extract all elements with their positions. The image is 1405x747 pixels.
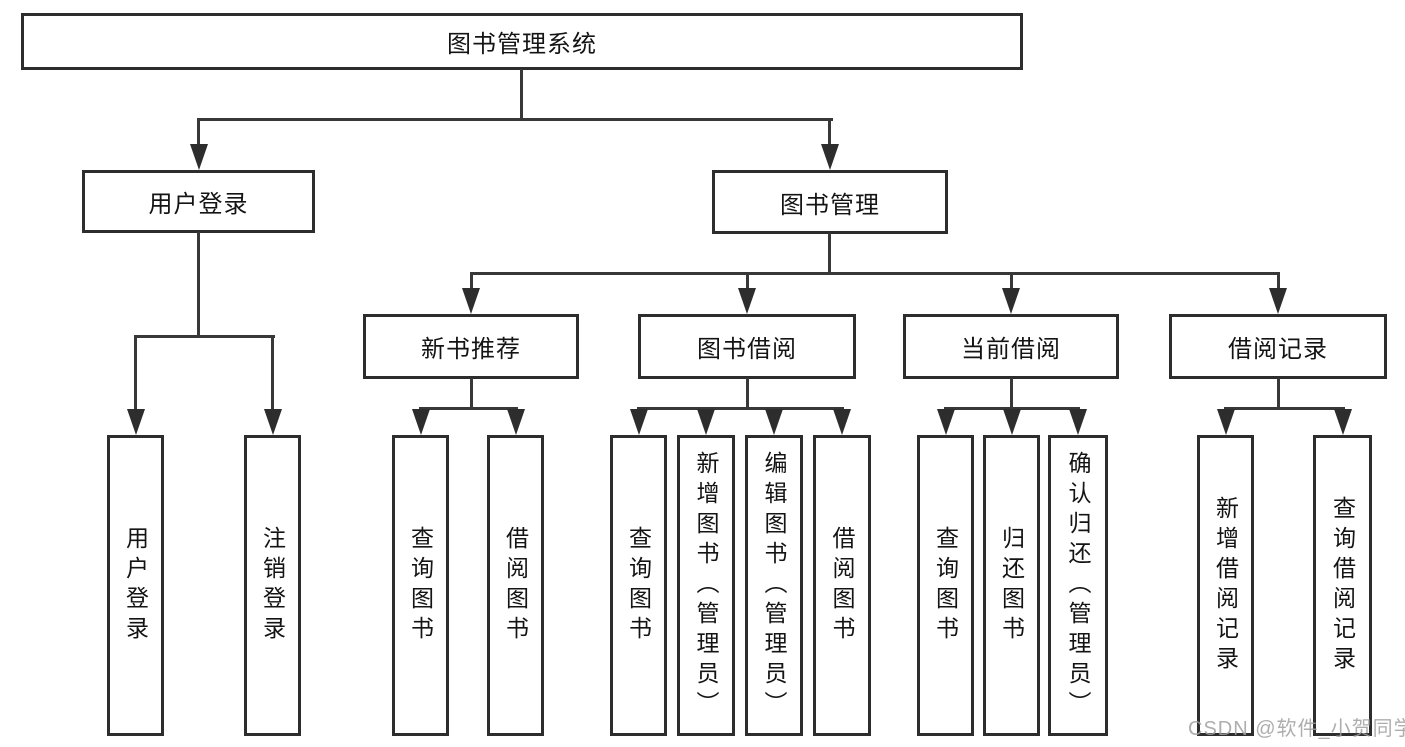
node-leaf-logout: 注销登录 — [244, 435, 301, 736]
node-leaf-user-login: 用户登录 — [107, 435, 164, 736]
connector-arrowhead — [190, 144, 208, 170]
connector-line — [419, 407, 518, 410]
connector-line — [1010, 272, 1013, 290]
node-leaf-records-query-record: 查询借阅记录 — [1313, 435, 1372, 736]
connector-arrowhead — [412, 409, 430, 435]
connector-line — [520, 69, 523, 118]
connector-line — [828, 233, 831, 274]
connector-line — [1010, 378, 1013, 409]
connector-arrowhead — [1003, 409, 1021, 435]
node-root: 图书管理系统 — [21, 13, 1023, 70]
node-new-book-recommend: 新书推荐 — [363, 314, 579, 379]
node-leaf-borrow-add-books: 新增图书（管理员） — [677, 435, 735, 736]
connector-arrowhead — [264, 409, 282, 435]
connector-arrowhead — [127, 409, 145, 435]
connector-line — [134, 335, 137, 411]
node-leaf-records-add-record: 新增借阅记录 — [1197, 435, 1254, 736]
connector-line — [197, 118, 833, 121]
node-current-borrow: 当前借阅 — [903, 314, 1119, 379]
connector-arrowhead — [937, 409, 955, 435]
node-borrow-records: 借阅记录 — [1169, 314, 1387, 379]
connector-arrowhead — [833, 409, 851, 435]
connector-arrowhead — [821, 144, 839, 170]
node-leaf-borrow-edit-books: 编辑图书（管理员） — [745, 435, 803, 736]
connector-arrowhead — [1334, 409, 1352, 435]
connector-line — [746, 272, 749, 290]
connector-line — [197, 118, 200, 146]
connector-arrowhead — [1069, 409, 1087, 435]
connector-line — [197, 232, 200, 335]
connector-arrowhead — [1002, 288, 1020, 314]
node-leaf-recommend-borrow-books: 借阅图书 — [487, 435, 544, 736]
connector-arrowhead — [507, 409, 525, 435]
node-book-borrow: 图书借阅 — [638, 314, 856, 379]
connector-line — [944, 407, 1080, 410]
node-user-login: 用户登录 — [82, 170, 315, 233]
connector-line — [271, 335, 274, 411]
csdn-watermark: CSDN @软件_小贺同学 — [1188, 718, 1405, 740]
connector-arrowhead — [697, 409, 715, 435]
connector-arrowhead — [1217, 409, 1235, 435]
node-leaf-recommend-query-books: 查询图书 — [392, 435, 449, 736]
connector-line — [134, 335, 275, 338]
node-leaf-borrow-borrow-books: 借阅图书 — [813, 435, 871, 736]
connector-line — [1277, 378, 1280, 409]
connector-arrowhead — [738, 288, 756, 314]
connector-line — [1224, 407, 1345, 410]
connector-arrowhead — [1269, 288, 1287, 314]
connector-line — [828, 118, 831, 146]
connector-line — [470, 272, 473, 290]
connector-line — [470, 272, 1280, 275]
connector-line — [470, 378, 473, 409]
node-leaf-current-confirm-return: 确认归还（管理员） — [1048, 435, 1108, 736]
node-leaf-current-query-books: 查询图书 — [917, 435, 974, 736]
connector-arrowhead — [630, 409, 648, 435]
connector-arrowhead — [765, 409, 783, 435]
connector-line — [746, 378, 749, 409]
node-leaf-borrow-query-books: 查询图书 — [610, 435, 667, 736]
node-book-management: 图书管理 — [712, 170, 948, 234]
connector-line — [1277, 272, 1280, 290]
connector-arrowhead — [462, 288, 480, 314]
node-leaf-current-return-books: 归还图书 — [983, 435, 1040, 736]
connector-line — [637, 407, 844, 410]
